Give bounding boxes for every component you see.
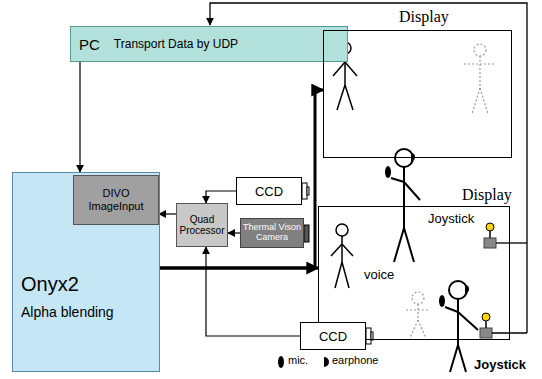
callout-label: Joystick [428, 212, 474, 227]
earphone-symbol [465, 285, 469, 293]
joystick-symbol [480, 328, 492, 338]
node-text: Quad Processor [179, 214, 225, 237]
skeleton-figure [474, 44, 486, 56]
camera-lens [302, 183, 373, 344]
ccd-camera-box: CCD [300, 322, 366, 350]
signal-connector [206, 191, 236, 203]
avatar-figure [337, 85, 345, 110]
avatar-figure [341, 236, 343, 262]
avatar-figure [345, 62, 357, 76]
camera-lens [307, 187, 309, 195]
camera-lens [304, 225, 309, 242]
node-text: Display [399, 8, 449, 26]
avatar-figure [342, 262, 349, 288]
avatar-figure [342, 244, 353, 256]
joystick-symbol [489, 231, 491, 238]
thermal-camera-box: Thermal Vison Camera [240, 218, 304, 248]
video-connector [160, 90, 323, 268]
display-screen: Display [323, 30, 512, 158]
skeleton-figure [472, 88, 480, 114]
avatar-figure [345, 85, 353, 110]
camera-lens [371, 332, 373, 340]
skeleton-figure [479, 56, 480, 88]
video-connector [160, 267, 318, 270]
skeleton-figure [412, 292, 424, 304]
user-figure [403, 167, 405, 228]
avatar-figure [333, 62, 345, 76]
user-figure [445, 281, 478, 372]
skeleton-figure [464, 63, 496, 64]
joystick-symbol [480, 313, 492, 338]
camera-lens [366, 328, 371, 344]
signal-connector [206, 247, 300, 336]
joystick-symbol [484, 223, 496, 248]
signal-connector [79, 62, 80, 172]
callout-label: voice [364, 268, 394, 283]
node-text: Alpha blending [21, 304, 114, 320]
mic-symbol [385, 166, 391, 178]
user-figure [449, 281, 467, 299]
user-figure [458, 345, 466, 372]
user-figure [404, 182, 420, 200]
callout-label: Joystick [474, 358, 526, 373]
avatar-figure [331, 244, 342, 256]
node-text: CCD [255, 184, 283, 199]
camera-lens [302, 183, 307, 199]
avatar-figure [331, 224, 353, 288]
earphone-symbol [411, 153, 415, 161]
legend-text: earphone [332, 354, 379, 367]
user-figure [391, 178, 404, 182]
joystick-symbol [486, 223, 494, 231]
joystick-symbol [482, 313, 490, 321]
skeleton-figure [406, 309, 430, 310]
user-figure [404, 228, 414, 262]
user-figure [394, 228, 404, 262]
legend-earphone-sample [324, 357, 329, 367]
legend-text: mic. [288, 354, 308, 367]
skeleton-figure [464, 44, 496, 114]
mic-symbol [439, 295, 445, 307]
node-text: Thermal Vison Camera [243, 223, 301, 243]
joystick-symbol [484, 238, 496, 248]
node-text: PC [79, 36, 100, 53]
skeleton-figure [418, 320, 426, 338]
quad-processor-box: Quad Processor [176, 203, 228, 247]
legend-mic-sample [278, 356, 284, 368]
display-screen: Display [318, 206, 510, 340]
avatar-figure [336, 224, 348, 236]
joystick-symbol [485, 321, 487, 328]
skeleton-figure [410, 320, 418, 338]
ccd-camera-box: CCD [236, 177, 302, 205]
node-text: Transport Data by UDP [114, 37, 238, 51]
host-pc-box: PC Transport Data by UDP [70, 26, 348, 62]
user-figure [457, 299, 459, 345]
signal-connector [228, 232, 240, 233]
user-figure [450, 345, 458, 372]
user-figure [445, 307, 458, 312]
joystick-wire [496, 242, 527, 243]
skeleton-figure [406, 292, 430, 338]
node-text: CCD [319, 329, 347, 344]
node-text: Onyx2 [21, 273, 79, 296]
user-figure [395, 149, 413, 167]
user-figure [458, 312, 478, 330]
node-text: Display [462, 186, 512, 204]
onyx2-computer-box: Onyx2Alpha blending DIVO ImageInput [12, 172, 160, 372]
image-input-box: DIVO ImageInput [73, 175, 159, 225]
skeleton-figure [417, 304, 418, 320]
avatar-figure [335, 262, 342, 288]
node-text: DIVO ImageInput [76, 187, 156, 213]
signal-connector [159, 213, 176, 214]
skeleton-figure [480, 88, 488, 114]
